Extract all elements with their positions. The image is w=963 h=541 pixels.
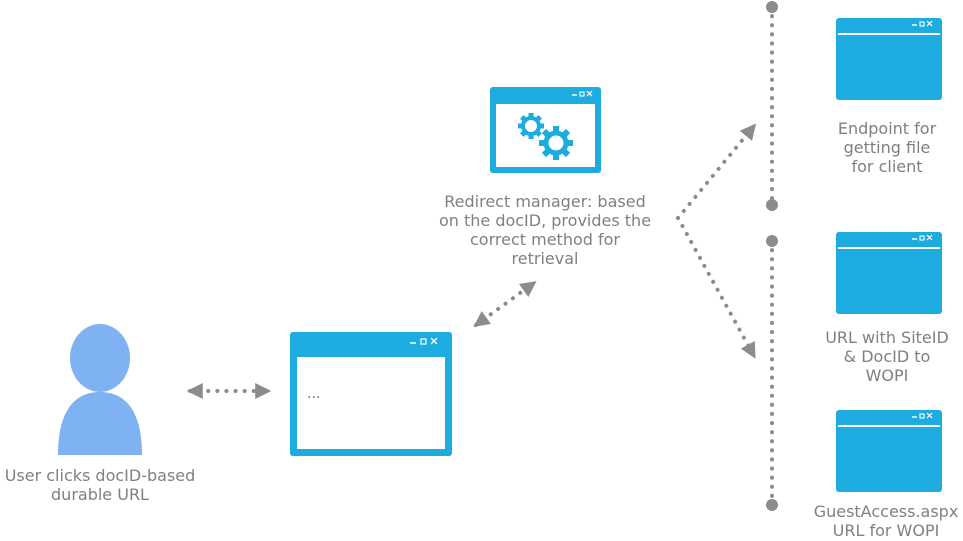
arrow-browser-redirect bbox=[473, 281, 537, 327]
user-label-line-1: User clicks docID-based bbox=[4, 466, 196, 485]
user-label-line-2: durable URL bbox=[51, 485, 149, 504]
browser-content-ellipsis: ... bbox=[307, 386, 321, 402]
gears-icon bbox=[518, 113, 573, 160]
endpoint-1-line-1: Endpoint for bbox=[837, 119, 937, 138]
lower-bracket bbox=[766, 235, 778, 511]
endpoint-2-line-1: URL with SiteID bbox=[825, 328, 949, 347]
endpoint-3-line-2: URL for WOPI bbox=[832, 521, 940, 540]
arrow-to-upper-endpoints bbox=[676, 123, 757, 220]
redirect-manager-label: Redirect manager: based on the docID, pr… bbox=[415, 192, 675, 268]
upper-bracket bbox=[766, 1, 778, 211]
endpoint-1-line-3: for client bbox=[851, 157, 923, 176]
endpoint-1-line-2: getting file bbox=[843, 138, 931, 157]
redirect-label-line-1: Redirect manager: based bbox=[444, 192, 646, 211]
endpoint-window-icon-3 bbox=[836, 410, 942, 492]
endpoint-label-3: GuestAccess.aspx URL for WOPI bbox=[809, 502, 963, 540]
browser-window-icon bbox=[290, 332, 452, 456]
endpoint-window-icon-1 bbox=[836, 18, 942, 100]
user-label: User clicks docID-based durable URL bbox=[0, 466, 200, 504]
endpoint-2-line-3: WOPI bbox=[865, 366, 909, 385]
user-icon bbox=[58, 324, 142, 455]
redirect-label-line-2: on the docID, provides the bbox=[438, 211, 652, 230]
arrow-to-lower-endpoints bbox=[676, 216, 756, 359]
redirect-label-line-4: retrieval bbox=[511, 249, 579, 268]
redirect-label-line-3: correct method for bbox=[470, 230, 620, 249]
endpoint-2-line-2: & DocID to bbox=[843, 347, 931, 366]
endpoint-label-1: Endpoint for getting file for client bbox=[813, 119, 961, 176]
endpoint-label-2: URL with SiteID & DocID to WOPI bbox=[813, 328, 961, 385]
endpoint-window-icon-2 bbox=[836, 232, 942, 314]
endpoint-3-line-1: GuestAccess.aspx bbox=[813, 502, 959, 521]
